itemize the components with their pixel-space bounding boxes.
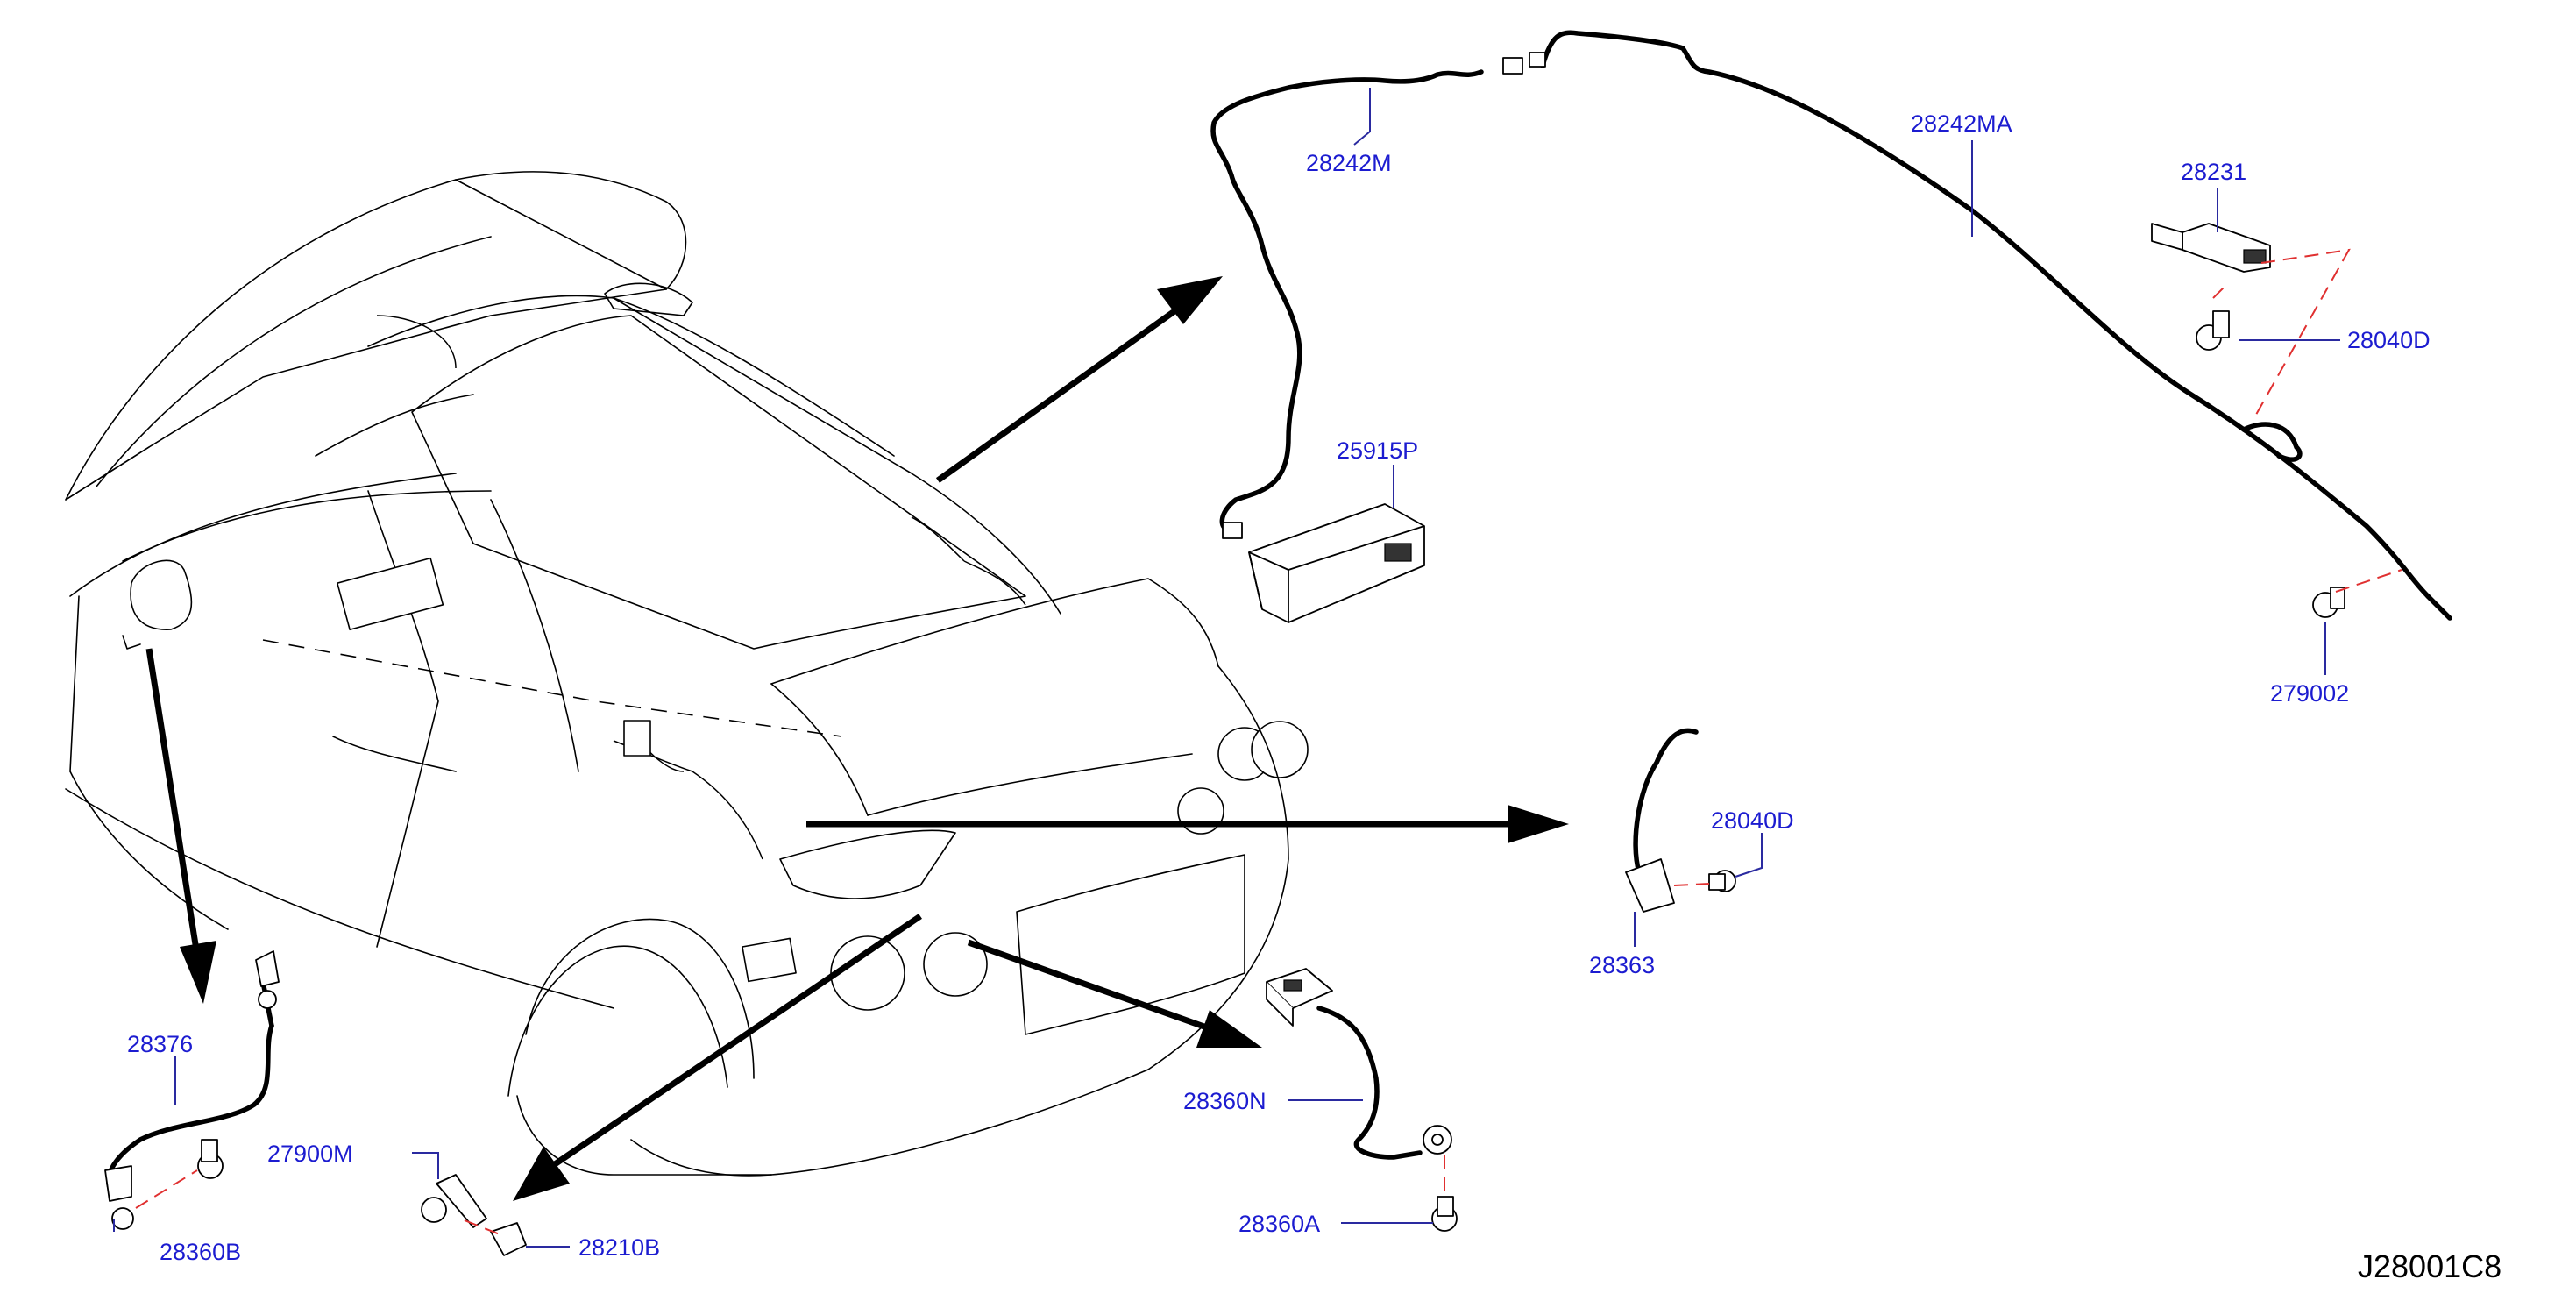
assembly-lines [135,248,2402,1235]
terminal-28376 [104,950,280,1230]
bolt-27900-right [2312,587,2345,618]
label-28242ma: 28242MA [1911,110,2012,137]
label-28040d-mid: 28040D [1711,807,1794,834]
clip-27900m [421,1174,527,1256]
part-labels: 28242M 28242MA 28231 28040D 25915P 27900… [127,110,2501,1284]
unit-28231 [2151,223,2271,273]
label-27900m: 27900M [267,1141,353,1167]
label-28360b: 28360B [160,1239,241,1265]
connector-28360n [1266,968,1458,1232]
label-28376: 28376 [127,1031,193,1057]
leader-lines [113,88,2340,1248]
car-body-illustration [65,171,1309,1177]
label-25915p: 25915P [1337,437,1418,464]
label-28040d-top: 28040D [2347,327,2431,353]
label-28231: 28231 [2181,159,2246,185]
bolt-28040d-top [2196,310,2230,351]
label-28360a: 28360A [1238,1211,1320,1237]
label-28363: 28363 [1589,952,1655,978]
label-28360n: 28360N [1183,1088,1267,1114]
module-25915p [1248,503,1425,623]
components [104,52,2345,1256]
label-27900-partial: 279002 [2270,680,2349,707]
arrows [145,276,1569,1201]
label-28210b: 28210B [578,1234,660,1261]
figure-code: J28001C8 [2358,1248,2501,1284]
label-28242m: 28242M [1306,150,1392,176]
bracket-28363 [1625,858,1736,913]
